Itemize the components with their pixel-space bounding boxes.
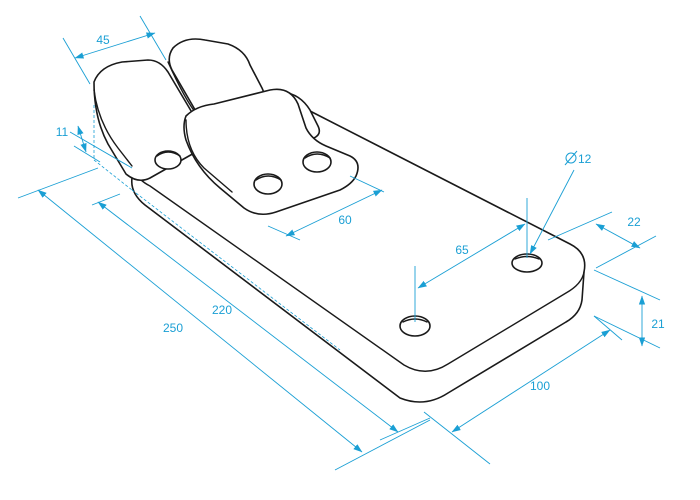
label-total-length: 250 (163, 321, 183, 335)
dimension-labels: 45 11 250 220 60 65 12 22 21 100 (56, 33, 665, 393)
label-hole-edge: 22 (627, 215, 641, 229)
front-pedal (183, 88, 359, 216)
front-pedal-curl (185, 119, 233, 193)
label-hole-diameter: 12 (564, 150, 592, 166)
dimension-lines (17, 15, 661, 471)
label-hole-diameter-value: 12 (578, 152, 592, 166)
mounting-hole-left (399, 315, 431, 337)
rivet-center (253, 173, 283, 195)
left-pedal-curl (93, 89, 133, 167)
label-pad-offset: 11 (56, 125, 69, 139)
dim-line-inner-length (97, 201, 399, 433)
label-hole-spacing: 65 (455, 243, 469, 257)
label-base-width: 100 (530, 379, 550, 393)
label-pedal-width: 45 (96, 33, 110, 47)
label-pad-width: 60 (338, 213, 352, 227)
label-thickness: 21 (651, 317, 665, 331)
diameter-icon (564, 150, 578, 166)
rivet-left (154, 150, 182, 170)
dim-line-hole-edge (595, 223, 641, 249)
dim-line-pad-width (285, 189, 383, 237)
dim-line-pedal-width (74, 32, 156, 59)
dim-line-base-width (451, 329, 611, 433)
rivet-right (302, 151, 332, 173)
dim-line-pad-offset (77, 125, 87, 153)
label-inner-length: 220 (212, 303, 232, 317)
dim-line-hole-spacing (417, 223, 526, 289)
dim-line-hole-diameter (529, 169, 575, 255)
